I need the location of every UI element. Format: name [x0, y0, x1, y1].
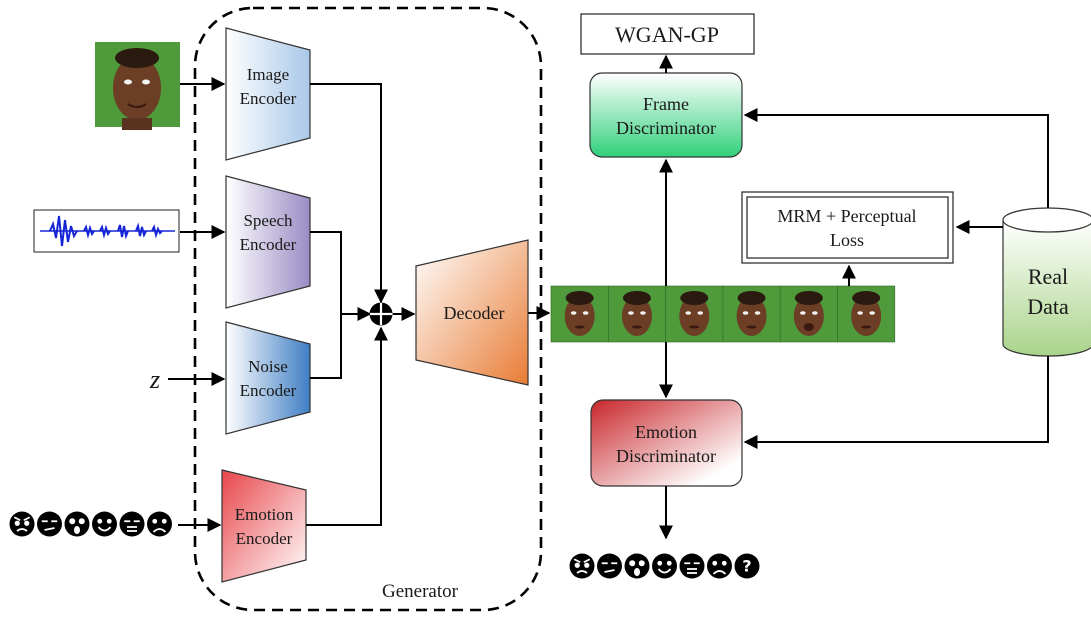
disgust-face-icon: [37, 511, 62, 537]
loss-box-inner: [746, 196, 949, 259]
image-encoder-label-line2: Encoder: [240, 89, 297, 108]
emotion-discriminator-label-line1: Emotion: [635, 422, 697, 442]
svg-text:?: ?: [742, 556, 751, 575]
connector-speech-noise-to-concat: [310, 231, 342, 379]
generated-frame: [837, 285, 896, 343]
neutral-face-icon: [679, 553, 705, 579]
noise-encoder-label-line1: Noise: [248, 357, 288, 376]
frame-discriminator-label-line1: Frame: [643, 94, 689, 114]
real-data-label-line2: Data: [1027, 294, 1069, 319]
real-data-label-line1: Real: [1028, 264, 1068, 289]
connector-emotion-encoder-to-concat: [306, 326, 388, 526]
speech-encoder-label-line2: Encoder: [240, 235, 297, 254]
angry-face-icon: [9, 511, 35, 537]
emotion-discriminator-label-line2: Discriminator: [616, 446, 716, 466]
sad-face-icon: [707, 553, 732, 579]
fear-face-icon: [624, 553, 650, 579]
generator-label: Generator: [382, 581, 459, 602]
generated-frames-strip: [550, 285, 896, 343]
speech-encoder-label-line1: Speech: [243, 211, 293, 230]
happy-face-icon: [652, 553, 677, 579]
noise-encoder-block: [225, 321, 311, 435]
emotion-discriminator-block: [590, 399, 743, 487]
wgan-gp-box: [580, 13, 755, 55]
image-encoder-block: [225, 27, 311, 161]
generated-frame: [607, 285, 666, 343]
frame-discriminator-label-line2: Discriminator: [616, 118, 716, 138]
real-data-cylinder: [1002, 207, 1091, 357]
emotion-encoder-label-line2: Encoder: [236, 529, 293, 548]
generated-frame: [779, 285, 838, 343]
decoder-block: [415, 239, 529, 386]
wgan-gp-label: WGAN-GP: [615, 22, 719, 47]
image-encoder-label-line1: Image: [247, 65, 289, 84]
emotion-encoder-label-line1: Emotion: [235, 505, 294, 524]
noise-input-symbol: z: [149, 365, 160, 394]
emotion-encoder-block: [221, 469, 307, 583]
concat-node: [369, 302, 393, 326]
speech-encoder-block: [225, 175, 311, 309]
angry-face-icon: [569, 553, 595, 579]
loss-label-line2: Loss: [830, 230, 864, 250]
happy-face-icon: [92, 511, 117, 537]
unknown-face-icon: ?: [734, 553, 760, 579]
generated-frame: [550, 285, 609, 343]
sad-face-icon: [147, 511, 172, 537]
connector-real-data-to-emotion-disc: [743, 356, 1049, 449]
disgust-face-icon: [597, 553, 622, 579]
connector-image-encoder-to-concat: [310, 83, 388, 304]
fear-face-icon: [64, 511, 90, 537]
neutral-face-icon: [119, 511, 145, 537]
generated-frame: [722, 285, 781, 343]
generated-frame: [665, 285, 724, 343]
loss-label-line1: MRM + Perceptual: [777, 206, 916, 226]
emotion-input-icons: [9, 511, 172, 537]
input-face-image: [95, 42, 180, 130]
frame-discriminator-block: [589, 72, 743, 158]
decoder-label: Decoder: [444, 303, 505, 323]
noise-encoder-label-line2: Encoder: [240, 381, 297, 400]
emotion-output-icons: ?: [569, 553, 760, 579]
connector-real-data-to-frame-disc: [743, 108, 1049, 208]
input-audio-waveform: [33, 209, 180, 253]
